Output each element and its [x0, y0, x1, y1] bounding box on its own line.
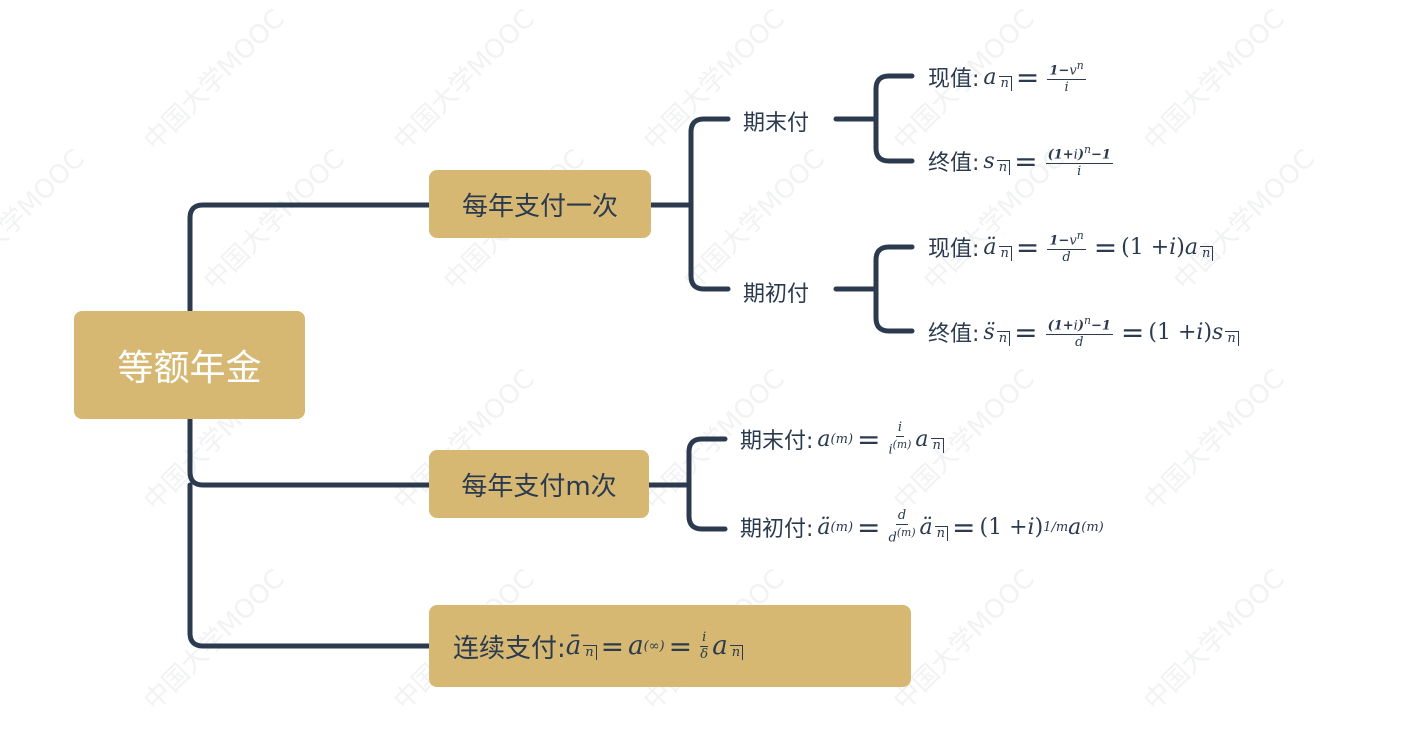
- connector-root-mthly: [187, 416, 432, 488]
- pv-prefix: 现值:: [928, 237, 980, 263]
- connector-end-children: [833, 73, 915, 164]
- connector-annual-children: [648, 116, 731, 292]
- mthly-begin-prefix: 期初付:: [740, 517, 814, 543]
- pv-prefix: 现值:: [928, 67, 980, 93]
- connector-root-continuous: [187, 482, 432, 649]
- mthly-end-prefix: 期末付:: [740, 429, 814, 455]
- mthly-payment-label: 每年支付m次: [461, 471, 617, 502]
- annual-begin-node[interactable]: 期初付: [743, 282, 810, 307]
- continuous-prefix: 连续支付:: [453, 633, 566, 664]
- root-label: 等额年金: [117, 348, 262, 389]
- annual-payment-node[interactable]: 每年支付一次: [429, 170, 651, 238]
- annual-end-node[interactable]: 期末付: [743, 111, 810, 136]
- connector-begin-children: [833, 244, 915, 334]
- root-node[interactable]: 等额年金: [74, 311, 305, 419]
- fv-prefix: 终值:: [928, 151, 980, 177]
- connector-root-annual: [187, 202, 432, 314]
- mthly-payment-node[interactable]: 每年支付m次: [429, 450, 649, 518]
- annual-payment-label: 每年支付一次: [461, 191, 618, 222]
- connector-mthly-children: [646, 436, 728, 532]
- fv-prefix: 终值:: [928, 322, 980, 348]
